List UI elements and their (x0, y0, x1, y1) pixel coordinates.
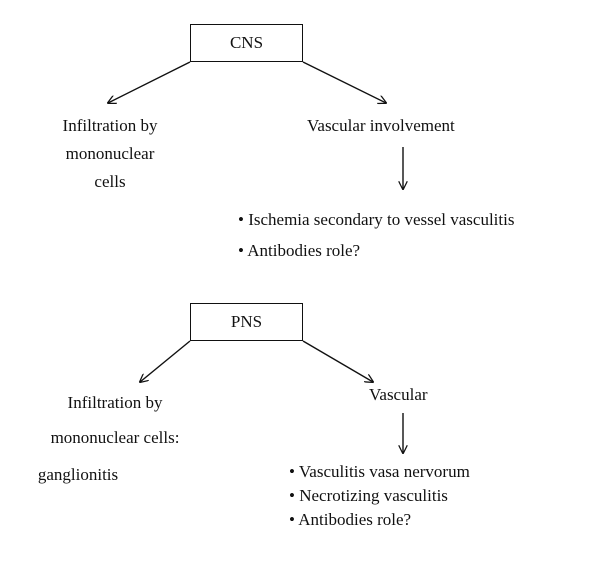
cns-left-line-3: cells (94, 172, 126, 191)
cns-left-line-2: mononuclear (65, 144, 155, 163)
cns-bullet-list: • Ischemia secondary to vessel vasculiti… (238, 210, 514, 261)
pns-left-line-2: mononuclear cells: (50, 428, 180, 447)
cns-box: CNS (190, 24, 303, 62)
cns-left-arrow (108, 61, 191, 103)
pns-bullet-3: • Antibodies role? (289, 510, 412, 529)
pns-right-label: Vascular (369, 385, 428, 404)
pns-bullet-2: • Necrotizing vasculitis (289, 486, 448, 505)
cns-right-arrow (302, 61, 386, 103)
pns-left-line-1: Infiltration by (67, 393, 163, 412)
pns-left-line-3: ganglionitis (37, 465, 119, 484)
pns-box: PNS (190, 303, 303, 341)
pns-right-arrow (302, 340, 373, 382)
cns-title: CNS (229, 33, 264, 52)
cns-right-label: Vascular involvement (307, 116, 455, 135)
cns-bullet-1: • Ischemia secondary to vessel vasculiti… (238, 210, 515, 229)
pns-left-arrow (140, 340, 191, 382)
pns-title: PNS (230, 312, 263, 331)
pns-bullet-1: • Vasculitis vasa nervorum (289, 462, 470, 481)
cns-left-line-1: Infiltration by (62, 116, 158, 135)
cns-bullet-2: • Antibodies role? (238, 241, 361, 260)
pns-bullet-list: • Vasculitis vasa nervorum • Necrotizing… (289, 462, 470, 530)
